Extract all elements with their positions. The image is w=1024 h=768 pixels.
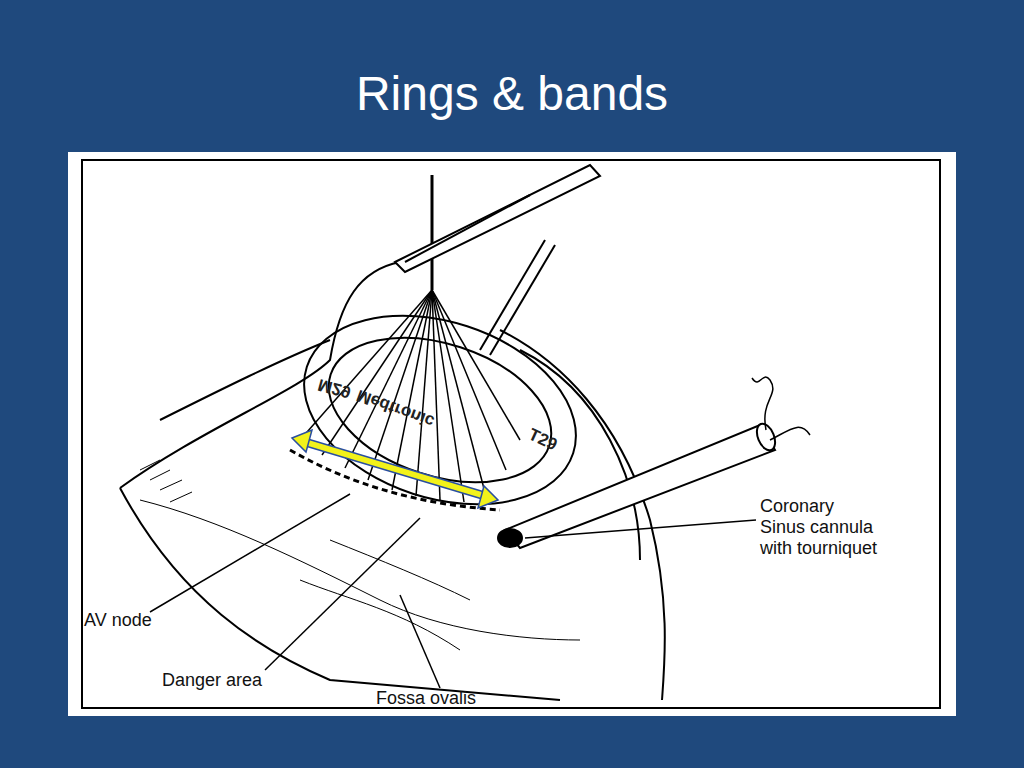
- annulus-sutures: [290, 450, 500, 510]
- leader-line: [150, 494, 350, 612]
- suture: [432, 290, 488, 504]
- forceps-jaw: [395, 165, 600, 272]
- instrument: [480, 240, 545, 350]
- hatching: [140, 460, 192, 502]
- instrument: [490, 245, 555, 355]
- arrow-head: [478, 486, 498, 508]
- leader-line: [525, 520, 756, 538]
- suture: [432, 290, 520, 440]
- arrow-head: [292, 430, 312, 452]
- callout-label: Fossa ovalis: [376, 688, 476, 709]
- leader-lines: [150, 494, 756, 688]
- slide-title: Rings & bands: [0, 66, 1024, 121]
- ring-prosthesis: [280, 283, 601, 537]
- tourniquet: [752, 377, 773, 430]
- suture: [432, 290, 506, 470]
- callout-label: Danger area: [162, 670, 262, 691]
- suture: [416, 290, 432, 496]
- heart-drawing: [120, 262, 665, 700]
- suture: [345, 290, 432, 468]
- callout-label: AV node: [84, 610, 152, 631]
- sinus-ostium: [498, 529, 522, 547]
- atrial-floor: [120, 488, 560, 700]
- tissue-fold: [140, 500, 580, 640]
- image-border: [82, 160, 940, 708]
- suture-bundle: [431, 175, 434, 290]
- leader-line: [265, 518, 420, 670]
- forceps: [395, 165, 600, 355]
- callout-label: Coronary Sinus cannula with tourniquet: [760, 496, 881, 559]
- arrow-shaft: [305, 442, 485, 496]
- forceps-jaw: [405, 195, 530, 262]
- image-panel: [68, 152, 956, 716]
- measure-arrow: [292, 430, 498, 508]
- tourniquet: [770, 427, 810, 440]
- suture: [392, 290, 432, 490]
- arrow-outline: [305, 442, 485, 496]
- cannula-tube: [505, 425, 775, 548]
- tissue-fold: [300, 580, 460, 650]
- leader-line: [400, 595, 440, 688]
- fossa-rim: [330, 540, 470, 600]
